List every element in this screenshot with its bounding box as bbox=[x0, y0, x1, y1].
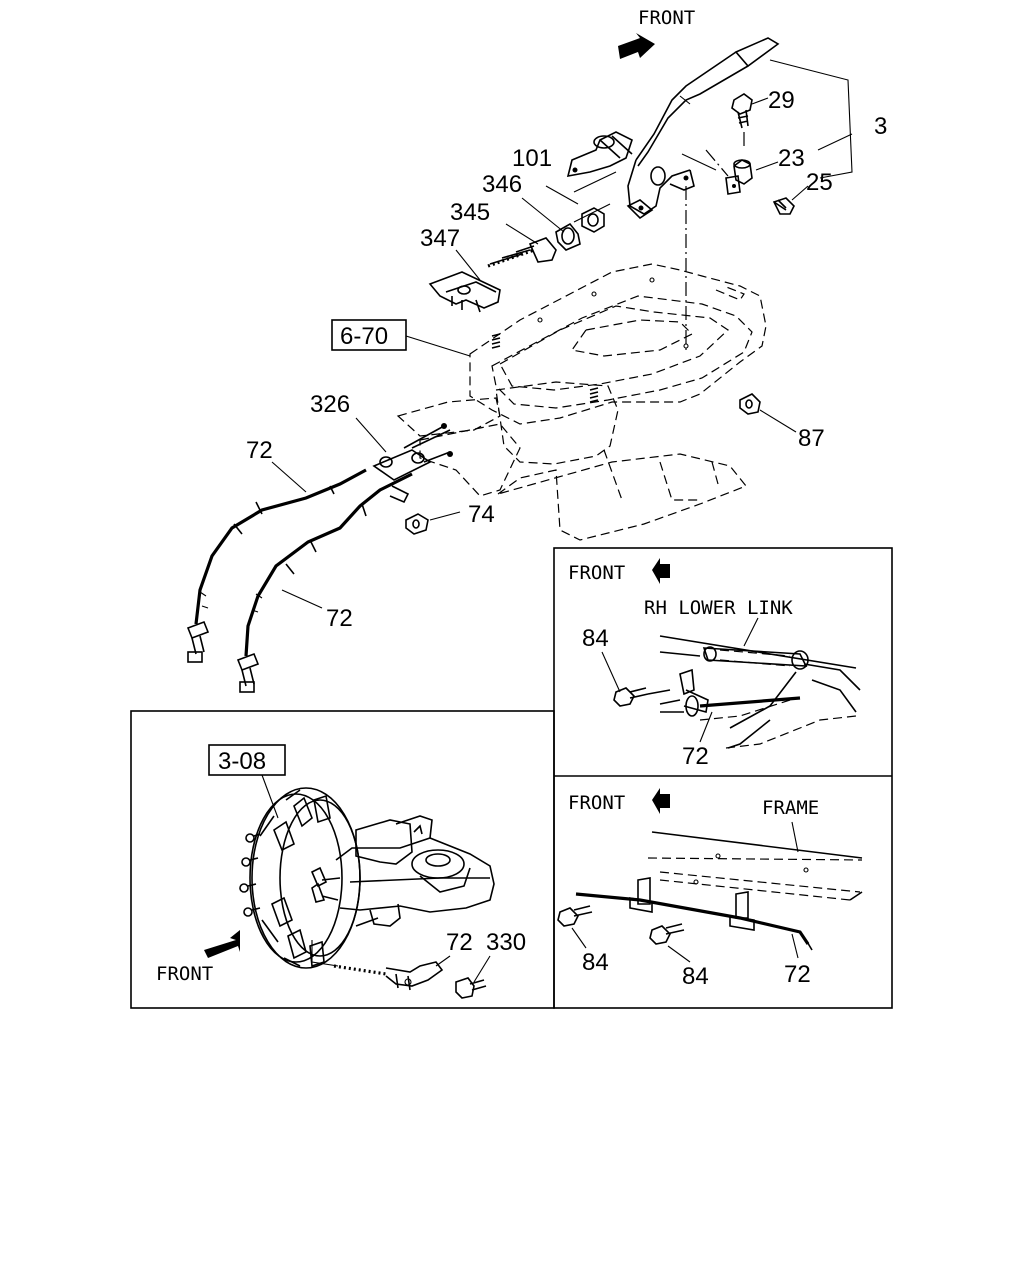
leader-29 bbox=[751, 97, 769, 105]
leader-346 bbox=[521, 197, 565, 233]
leader-3b bbox=[817, 133, 853, 151]
leader-3-08 bbox=[261, 774, 279, 819]
floor-console-panel bbox=[396, 263, 767, 541]
part-label-72-b: 72 bbox=[326, 605, 353, 632]
leader-74 bbox=[429, 511, 461, 521]
leader-rh-lower-link bbox=[743, 617, 759, 647]
part-label-84-frame-2: 84 bbox=[682, 963, 709, 990]
front-arrow-top bbox=[618, 33, 655, 59]
ref-box-6-70 bbox=[331, 319, 407, 351]
bracket-347-icon bbox=[428, 271, 501, 313]
brake-cable-left bbox=[186, 468, 367, 663]
screw-25-icon bbox=[772, 197, 795, 215]
bolt-29-icon bbox=[731, 93, 753, 129]
part-label-87: 87 bbox=[798, 425, 825, 452]
leader-84-rh bbox=[601, 651, 621, 693]
part-label-346: 346 bbox=[482, 171, 522, 198]
leader-lever-tip bbox=[681, 153, 717, 171]
part-label-72-frame: 72 bbox=[784, 961, 811, 988]
nut-74-icon bbox=[405, 513, 429, 535]
part-label-345: 345 bbox=[450, 199, 490, 226]
frame-caption: FRAME bbox=[762, 797, 819, 819]
nut-87-icon bbox=[739, 393, 761, 415]
front-label-box3: FRONT bbox=[156, 963, 213, 985]
adjuster-23-icon bbox=[725, 159, 753, 195]
spacer-346-icon bbox=[555, 222, 581, 251]
leader-326 bbox=[355, 417, 387, 453]
nut-101-icon bbox=[581, 207, 605, 233]
front-label-box2: FRONT bbox=[568, 792, 625, 814]
front-label-box1: FRONT bbox=[568, 562, 625, 584]
leader-25 bbox=[791, 185, 809, 201]
part-label-84-rh: 84 bbox=[582, 625, 609, 652]
part-label-25: 25 bbox=[806, 169, 833, 196]
leader-frame bbox=[791, 821, 799, 853]
part-label-74: 74 bbox=[468, 501, 495, 528]
leader-84-frame-1 bbox=[571, 927, 587, 949]
detail-frame: FRONT FRAME bbox=[557, 788, 863, 951]
leader-347 bbox=[455, 249, 481, 281]
link-rod-guide-2 bbox=[573, 203, 611, 223]
parking-brake-lever bbox=[566, 37, 780, 220]
leader-6-70 bbox=[405, 335, 471, 357]
leader-72-axle bbox=[435, 955, 451, 967]
part-label-326: 326 bbox=[310, 391, 350, 418]
part-label-101: 101 bbox=[512, 145, 552, 172]
leader-72-frame bbox=[791, 933, 799, 959]
part-label-330: 330 bbox=[486, 929, 526, 956]
cable-equalizer-326 bbox=[372, 423, 453, 481]
leader-87 bbox=[759, 409, 797, 433]
guide-line-23 bbox=[705, 149, 729, 177]
leader-72-rh bbox=[699, 711, 713, 743]
part-label-72-a: 72 bbox=[246, 437, 273, 464]
front-arrow-box1 bbox=[652, 558, 670, 584]
front-arrow-box3 bbox=[204, 930, 240, 958]
leader-23 bbox=[755, 161, 779, 171]
detail-frame-outline bbox=[130, 547, 893, 1009]
ref-label-6-70: 6-70 bbox=[340, 323, 388, 350]
part-label-29: 29 bbox=[768, 87, 795, 114]
leader-72-b bbox=[281, 589, 323, 609]
leader-72-a bbox=[271, 461, 307, 493]
leader-330 bbox=[473, 955, 491, 983]
detail-axle-brake: 3-08 bbox=[156, 744, 495, 999]
leader-101 bbox=[545, 185, 579, 205]
rh-lower-link-caption: RH LOWER LINK bbox=[644, 597, 793, 619]
leader-84-frame-2 bbox=[667, 945, 691, 963]
front-arrow-box2 bbox=[652, 788, 670, 814]
part-label-3: 3 bbox=[874, 113, 887, 140]
brake-cable-right bbox=[236, 472, 413, 693]
part-label-23: 23 bbox=[778, 145, 805, 172]
leader-345 bbox=[505, 223, 539, 245]
part-label-347: 347 bbox=[420, 225, 460, 252]
part-label-72-rh: 72 bbox=[682, 743, 709, 770]
ref-label-3-08: 3-08 bbox=[218, 748, 266, 775]
link-rod-guide bbox=[573, 171, 617, 193]
leader-3 bbox=[769, 59, 853, 179]
part-label-72-axle: 72 bbox=[446, 929, 473, 956]
ref-box-3-08 bbox=[208, 744, 286, 776]
detail-rh-lower-link: FRONT RH LOWER LINK bbox=[568, 558, 861, 749]
equalizer-345-icon bbox=[487, 237, 557, 268]
front-label-top: FRONT bbox=[638, 7, 695, 29]
part-label-84-frame-1: 84 bbox=[582, 949, 609, 976]
